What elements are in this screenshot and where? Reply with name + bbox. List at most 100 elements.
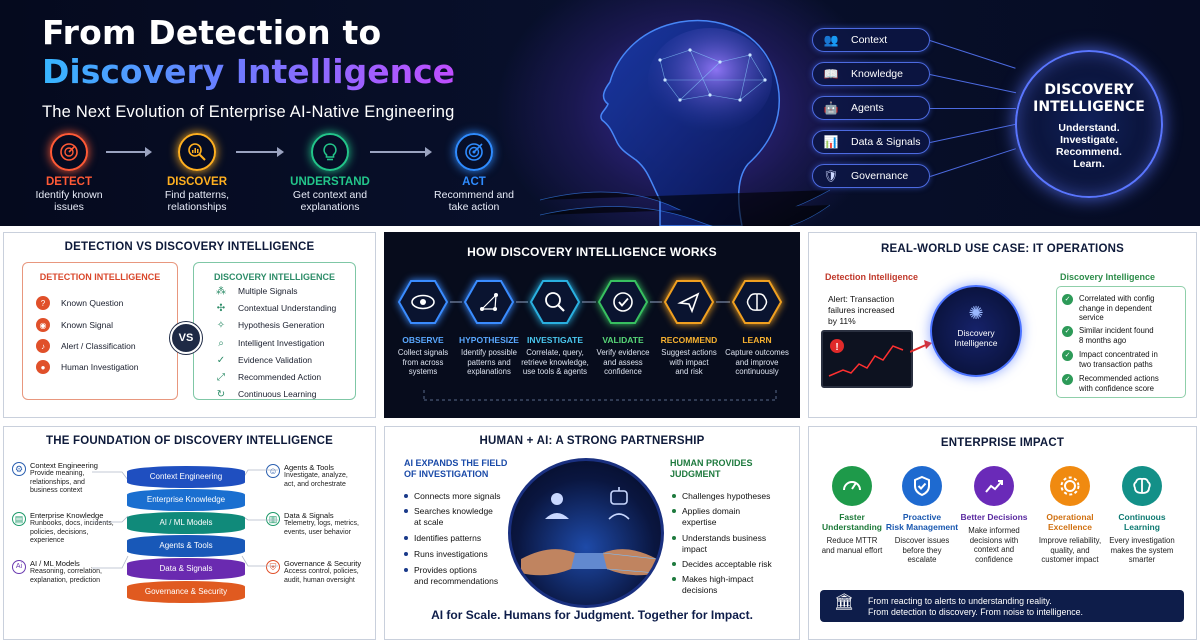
refresh-icon: ↻ xyxy=(216,388,226,400)
signal-icon: ◉ xyxy=(36,318,50,332)
detection-intelligence-box: DETECTION INTELLIGENCE xyxy=(22,262,178,400)
bar-chart-icon: 📊 xyxy=(823,135,839,149)
box-title: DISCOVERY INTELLIGENCE xyxy=(213,272,336,282)
speedometer-icon xyxy=(832,466,872,506)
pill-agents: 🤖Agents xyxy=(812,96,930,120)
list-item: ✧Hypothesis Generation xyxy=(214,318,325,332)
check-icon: ✓ xyxy=(216,354,226,366)
connector-line xyxy=(930,108,1016,109)
shield-check-icon xyxy=(902,466,942,506)
hero-subtitle: The Next Evolution of Enterprise AI-Nati… xyxy=(42,103,455,121)
list-item: ⁂Multiple Signals xyxy=(216,285,298,297)
panel-title: THE FOUNDATION OF DISCOVERY INTELLIGENCE xyxy=(46,435,333,447)
gear-icon xyxy=(1050,466,1090,506)
monitor-alert-graph: ! xyxy=(821,330,913,388)
discovery-findings-box xyxy=(1056,286,1186,398)
arrow-icon xyxy=(910,340,932,353)
check-icon: ✓ xyxy=(1062,350,1073,361)
brain-icon xyxy=(1122,466,1162,506)
robot-icon: 🤖 xyxy=(823,101,839,115)
list-item: ?Known Question xyxy=(36,296,123,310)
paper-plane-icon xyxy=(663,280,715,324)
list-item: ●Human Investigation xyxy=(36,360,139,374)
vs-badge: VS xyxy=(170,322,202,354)
impact-banner: 🏛 From reacting to alerts to understandi… xyxy=(820,590,1184,622)
gear-network-icon: ⚙ xyxy=(12,462,26,476)
list-item: ↻Continuous Learning xyxy=(214,387,317,401)
brain-icon: ✺ xyxy=(968,303,984,323)
step-name: DISCOVER xyxy=(166,176,228,188)
ai-list-item: Runs investigations xyxy=(404,549,488,559)
search-icon: ⌕ xyxy=(218,337,224,349)
how-works-flow xyxy=(397,280,783,401)
discovery-heading: Discovery Intelligence xyxy=(1060,272,1156,282)
stack-layer: AI / ML Models xyxy=(127,512,245,534)
check-icon: ✓ xyxy=(1062,374,1073,385)
connector-line xyxy=(929,40,1016,69)
circle-subtitle: Understand.Investigate.Recommend.Learn. xyxy=(1056,122,1122,170)
panel-title: ENTERPRISE IMPACT xyxy=(940,437,1065,449)
lightbulb-icon xyxy=(311,133,349,171)
ai-head-illustration xyxy=(540,19,830,226)
eye-icon xyxy=(397,280,449,324)
list-item: ✓Evidence Validation xyxy=(214,353,312,367)
human-list-item: Challenges hypotheses xyxy=(672,491,770,501)
check-icon: ✓ xyxy=(1062,294,1073,305)
step-name: UNDERSTAND xyxy=(290,176,370,188)
step-desc: Find patterns,relationships xyxy=(164,189,230,213)
svg-text:!: ! xyxy=(835,342,838,353)
ai-chip-icon: Ai xyxy=(12,560,26,574)
bell-icon: ♪ xyxy=(36,339,50,353)
bank-icon: 🏛 xyxy=(834,594,855,611)
step-name: ACT xyxy=(462,176,486,188)
signals-icon: ⁂ xyxy=(216,285,226,297)
hero-banner: From Detection to Discovery Intelligence… xyxy=(0,0,1200,226)
brain-icon xyxy=(731,280,783,324)
arrows-icon: ⤢ xyxy=(217,371,225,383)
people-icon: 👥 xyxy=(823,33,839,47)
book-icon: ▤ xyxy=(12,512,26,526)
ai-list-item: Identifies patterns xyxy=(404,533,481,543)
question-icon: ? xyxy=(36,296,50,310)
search-icon xyxy=(529,280,581,324)
partnership-tagline: AI for Scale. Humans for Judgment. Toget… xyxy=(431,608,753,622)
flow-arrow xyxy=(106,147,152,157)
detection-heading: Detection Intelligence xyxy=(825,272,919,282)
step-name: DETECT xyxy=(46,176,92,188)
panel-title: REAL-WORLD USE CASE: IT OPERATIONS xyxy=(881,243,1124,255)
target-icon xyxy=(455,133,493,171)
lightbulb-icon: ✧ xyxy=(216,319,226,331)
panel-title: HOW DISCOVERY INTELLIGENCE WORKS xyxy=(467,245,717,259)
panel-how-it-works: HOW DISCOVERY INTELLIGENCE WORKS xyxy=(384,232,800,418)
connector-line xyxy=(930,148,1016,177)
connector-line xyxy=(930,123,1017,143)
panel-title: DETECTION VS DISCOVERY INTELLIGENCE xyxy=(64,241,315,253)
stack-layer: Enterprise Knowledge xyxy=(127,489,245,511)
stack-layer: Data & Signals xyxy=(127,558,245,580)
pill-context: 👥Context xyxy=(812,28,930,52)
handshake-illustration xyxy=(508,458,664,608)
list-item: ✣Contextual Understanding xyxy=(214,301,337,315)
